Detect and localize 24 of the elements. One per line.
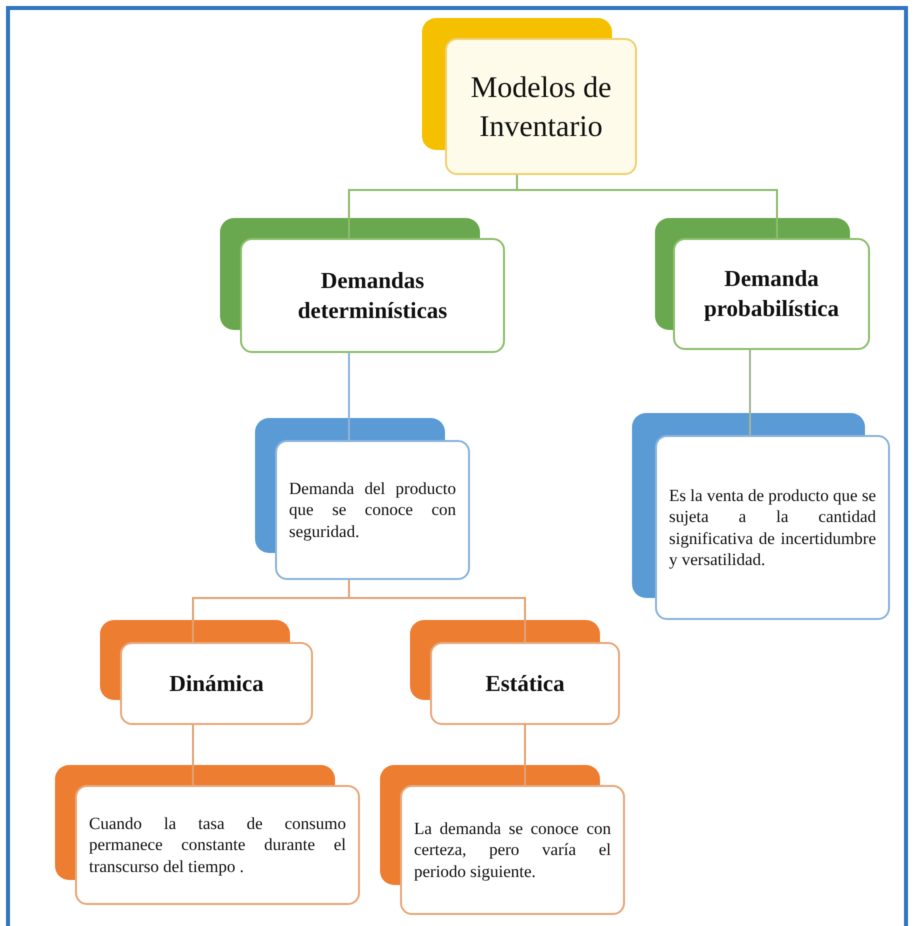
node-description: La demanda se conoce con certeza, pero varía el periodo siguiente. bbox=[414, 818, 611, 882]
connector-line bbox=[524, 725, 526, 785]
node-title: Demandas determinísticas bbox=[296, 266, 448, 324]
title-card bbox=[445, 38, 637, 175]
connector-line bbox=[516, 175, 778, 238]
description-card bbox=[400, 785, 625, 915]
node-description: Es la venta de producto que se sujeta a la cantidad significativa de incertidumbre y versatilidad. bbox=[669, 485, 876, 570]
node-title: Modelos de Inventario bbox=[470, 70, 612, 144]
connector-line bbox=[192, 725, 194, 785]
node-description: Cuando la tasa de consumo permanece constante durante el transcurso del tiempo . bbox=[89, 813, 346, 877]
connector-line bbox=[348, 580, 526, 642]
connector-line bbox=[749, 350, 751, 435]
node-title: Estática bbox=[484, 670, 566, 698]
title-card bbox=[430, 642, 620, 725]
node-title: Demanda probabilística bbox=[702, 265, 840, 323]
title-card bbox=[120, 642, 313, 725]
description-card bbox=[655, 435, 890, 620]
connector-line bbox=[348, 353, 350, 440]
description-card bbox=[75, 785, 360, 905]
node-title: Dinámica bbox=[168, 670, 265, 698]
node-description: Demanda del producto que se conoce con seguridad. bbox=[289, 478, 456, 542]
description-card bbox=[275, 440, 470, 580]
title-card bbox=[673, 238, 870, 350]
title-card bbox=[240, 238, 505, 353]
